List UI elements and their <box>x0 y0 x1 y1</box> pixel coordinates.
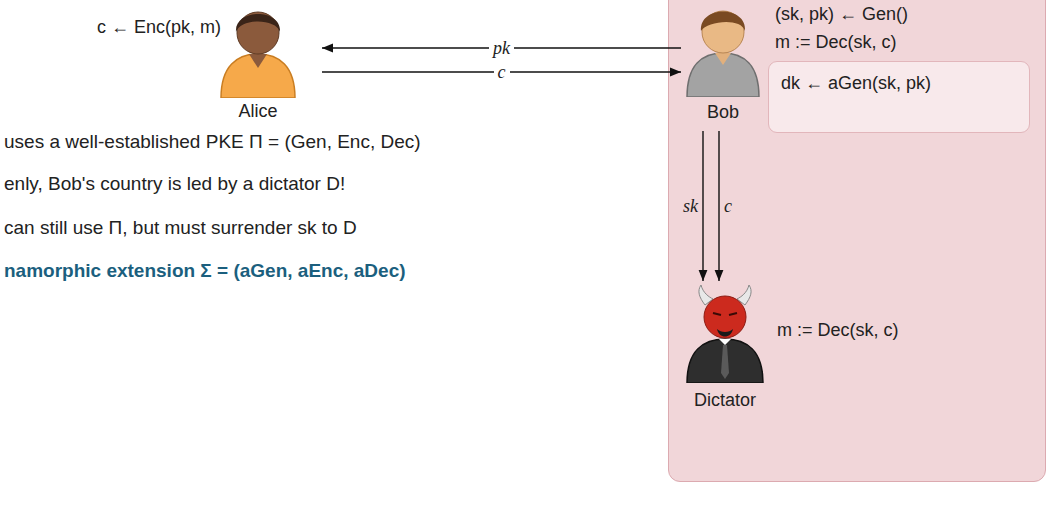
message-arrow <box>702 131 703 281</box>
message-arrow <box>718 131 719 281</box>
bullet-text: uses a well-established PKE Π = (Gen, En… <box>4 131 421 153</box>
bullet-text: namorphic extension Σ = (aGen, aEnc, aDe… <box>4 260 406 282</box>
anamorphic-key-generation: dk ← aGen(sk, pk) <box>781 72 931 94</box>
message-label: pk <box>489 37 514 59</box>
person-name: Alice <box>208 100 308 122</box>
bullet-text: can still use Π, but must surrender sk t… <box>4 217 357 239</box>
anamorphic-key-box: dk ← aGen(sk, pk) <box>768 61 1030 133</box>
person-name: Bob <box>683 101 763 123</box>
dictator-figure <box>683 283 767 383</box>
bullet-text: enly, Bob's country is led by a dictator… <box>4 173 345 195</box>
message-label: c <box>494 61 510 83</box>
person-name: Dictator <box>677 389 773 411</box>
bob-node: Bob <box>683 1 763 127</box>
message-arrow <box>322 47 681 48</box>
bob-key-generation: (sk, pk) ← Gen() <box>775 3 908 25</box>
message-label: c <box>720 195 736 217</box>
message-arrow <box>322 71 681 72</box>
bob-decryption: m := Dec(sk, c) <box>775 31 897 53</box>
alice-operation: c ← Enc(pk, m) <box>97 16 221 38</box>
bob-figure <box>683 1 763 97</box>
dictator-region: (sk, pk) ← Gen() m := Dec(sk, c) dk ← aGen… <box>668 0 1046 482</box>
alice-node: c ← Enc(pk, m) Alice <box>95 0 320 128</box>
message-label: sk <box>679 195 702 217</box>
alice-figure <box>213 2 303 98</box>
dictator-node: m := Dec(sk, c) Dictator <box>677 283 1017 413</box>
dictator-decryption: m := Dec(sk, c) <box>777 319 899 341</box>
